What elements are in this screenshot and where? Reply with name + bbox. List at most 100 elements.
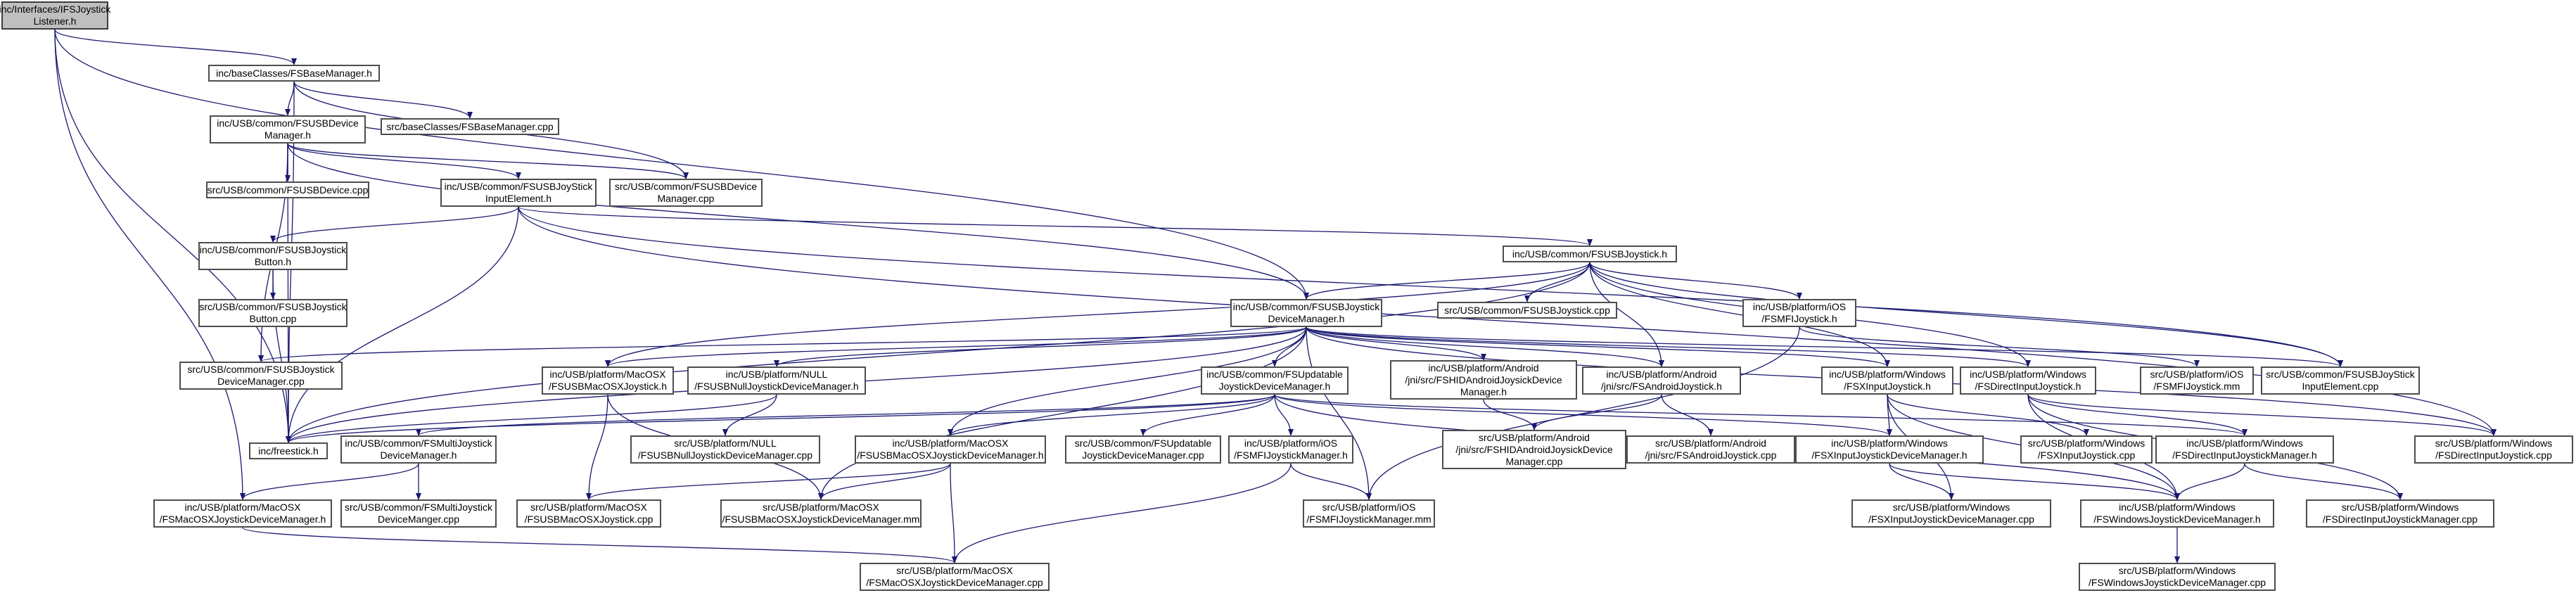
node-fsusbmacosxjoystick-cpp[interactable]: src/USB/platform/MacOSX /FSUSBMacOSXJoys… [516,499,661,528]
node-fsandroidjoystick-cpp[interactable]: src/USB/platform/Android /jni/src/FSAndr… [1626,435,1795,464]
node-label: src/USB/common/FSUSBJoystick.cpp [1444,304,1610,316]
node-label: src/USB/common/FSUSBDevice.cpp [207,184,369,196]
edge-n_xinputmgr_h-to-n_xinputmgr_cpp [1889,463,1954,500]
node-fsupdatablejoystickdevicemanager-h[interactable]: inc/USB/common/FSUpdatable JoystickDevic… [1201,366,1348,395]
node-fsxinputjoystickdevicemanager-h[interactable]: inc/USB/platform/Windows /FSXInputJoysti… [1795,435,1984,464]
node-fsmacosxjoystickdevicemanager-h[interactable]: inc/USB/platform/MacOSX /FSMacOSXJoystic… [153,499,332,528]
node-fsusbjoystick-cpp[interactable]: src/USB/common/FSUSBJoystick.cpp [1437,302,1617,319]
edge-n_basemgr_h-to-n_basemgr_cpp [293,81,473,119]
node-fsusbjoystickbutton-cpp[interactable]: src/USB/common/FSUSBJoystick Button.cpp [198,299,347,327]
node-label: src/USB/common/FSUSBDevice Manager.cpp [614,181,758,204]
node-fsxinputjoystickdevicemanager-cpp[interactable]: src/USB/platform/Windows /FSXInputJoysti… [1851,499,2051,528]
edge-n_joydevmgr_h-to-n_androidhid_h [1306,326,1486,361]
node-fsusbnulljoystickdevicemanager-h[interactable]: inc/USB/platform/NULL /FSUSBNullJoystick… [687,366,866,395]
edge-n_updatable_h-to-n_freestick_h [286,394,1275,443]
node-label: inc/USB/platform/iOS /FSMFIJoystickManag… [1234,438,1348,461]
edge-n_nulljdm_h-to-n_freestick_h [286,394,777,443]
edge-n_usbdevmgr_h-to-n_joyinput_h [287,143,521,179]
node-fsusbdevicemanager-h[interactable]: inc/USB/common/FSUSBDevice Manager.h [210,115,366,144]
node-fsxinputjoystick-h[interactable]: inc/USB/platform/Windows /FSXInputJoysti… [1821,366,1953,395]
node-fswindowsjoystickdevicemanager-cpp[interactable]: src/USB/platform/Windows /FSWindowsJoyst… [2079,563,2276,591]
node-label: src/USB/platform/Android /jni/src/FSAndr… [1645,438,1777,461]
node-fshidandroidjoysickdevicemanager-h[interactable]: inc/USB/platform/Android /jni/src/FSHIDA… [1390,360,1577,400]
edge-n_usbjoy_h-to-n_joyinput_cpp [1589,262,2343,367]
node-fsusbmacosxjoystick-h[interactable]: inc/USB/platform/MacOSX /FSUSBMacOSXJoys… [542,366,674,395]
edge-n_joydevmgr_h-to-n_mfimgr_mm [1306,326,1372,500]
node-fsmultijoystickdevicemanger-cpp[interactable]: src/USB/common/FSMultiJoystick DeviceMan… [340,499,497,528]
node-fsmfijoystickmanager-mm[interactable]: src/USB/platform/iOS /FSMFIJoystickManag… [1303,499,1435,528]
edge-n_updatable_h-to-n_mfimgr_h [1274,394,1294,436]
node-fsdirectinputjoystickmanager-cpp[interactable]: src/USB/platform/Windows /FSDirectInputJ… [2306,499,2494,528]
node-fsmultijoystickdevicemanager-h[interactable]: inc/USB/common/FSMultiJoystick DeviceMan… [340,435,497,464]
node-fsmfijoystickmanager-h[interactable]: inc/USB/platform/iOS /FSMFIJoystickManag… [1228,435,1353,464]
edge-n_updatable_h-to-n_macjdm_h [948,394,1275,436]
edge-n_dinputjoy_h-to-n_dinputjoy_cpp [2027,394,2497,436]
node-label: inc/USB/platform/Windows /FSWindowsJoyst… [2093,502,2261,525]
edge-n_joydevmgr_h-to-n_joydevmgr_cpp [258,326,1307,362]
node-fsmfijoystick-h[interactable]: inc/USB/platform/iOS /FSMFIJoystick.h [1742,299,1856,327]
node-fsusbnulljoystickdevicemanager-cpp[interactable]: src/USB/platform/NULL /FSUSBNullJoystick… [630,435,820,464]
node-fsusbjoystickinputelement-cpp[interactable]: src/USB/common/FSUSBJoyStick InputElemen… [2261,366,2420,395]
node-freestick-h[interactable]: inc/freestick.h [249,442,328,459]
node-label: inc/USB/common/FSMultiJoystick DeviceMan… [345,438,492,461]
node-label: inc/USB/platform/iOS /FSMFIJoystick.h [1752,301,1847,324]
node-label: src/USB/common/FSMultiJoystick DeviceMan… [344,502,493,525]
node-label: src/USB/common/FSUpdatable JoystickDevic… [1074,438,1212,461]
node-label: src/USB/platform/NULL /FSUSBNullJoystick… [637,438,813,461]
node-label: inc/freestick.h [258,445,319,457]
edge-n_macosxjoy_h-to-n_macosxjoy_cpp [586,394,608,500]
node-fsusbdevice-cpp[interactable]: src/USB/common/FSUSBDevice.cpp [206,181,369,198]
node-label: inc/Interfaces/IFSJoystick Listener.h [0,4,111,27]
node-fsbasemanager-cpp[interactable]: src/baseClasses/FSBaseManager.cpp [381,118,559,135]
node-fsusbjoystick-h[interactable]: inc/USB/common/FSUSBJoystick.h [1503,246,1677,262]
node-label: src/USB/platform/iOS /FSMFIJoystick.mm [2150,369,2244,392]
node-fsusbjoystickbutton-h[interactable]: inc/USB/common/FSUSBJoystick Button.h [198,242,347,270]
node-label: inc/USB/common/FSUSBJoystick.h [1512,248,1668,260]
node-label: src/USB/platform/iOS /FSMFIJoystickManag… [1306,502,1432,525]
node-label: src/USB/platform/Windows /FSXInputJoysti… [2027,438,2145,461]
edge-n_updatable_h-to-n_multijdm_h [416,394,1275,436]
edge-n_basemgr_h-to-n_usbdevmgr_h [285,81,295,116]
node-fsusbjoystickdevicemanager-h[interactable]: inc/USB/common/FSUSBJoystick DeviceManag… [1230,299,1382,327]
node-fsdirectinputjoystick-cpp[interactable]: src/USB/platform/Windows /FSDirectInputJ… [2414,435,2573,464]
node-label: inc/USB/platform/Windows /FSXInputJoysti… [1811,438,1968,461]
node-fsmfijoystick-mm[interactable]: src/USB/platform/iOS /FSMFIJoystick.mm [2140,366,2254,395]
node-label: src/USB/platform/Windows /FSWindowsJoyst… [2088,565,2266,588]
node-fsxinputjoystick-cpp[interactable]: src/USB/platform/Windows /FSXInputJoysti… [2020,435,2153,464]
edge-n_mfimgr_h-to-n_mfimgr_mm [1290,463,1372,500]
edge-n_joyinput_h-to-n_joybutton_h [270,206,519,243]
edge-n_macjdm_h-to-n_macjdm_mm [818,463,951,500]
edge-n_dinputmgr_h-to-n_dinputmgr_cpp [2244,463,2403,500]
node-fshidandroidjoysickdevicemanager-cpp[interactable]: src/USB/platform/Android /jni/src/FSHIDA… [1442,430,1626,469]
node-fsmacosxjoystickdevicemanager-cpp[interactable]: src/USB/platform/MacOSX /FSMacOSXJoystic… [860,563,1050,591]
node-fsdirectinputjoystickmanager-h[interactable]: inc/USB/platform/Windows /FSDirectInputJ… [2155,435,2334,464]
node-fsandroidjoystick-h[interactable]: inc/USB/platform/Android /jni/src/FSAndr… [1582,366,1741,395]
edge-n_updatable_h-to-n_dinputmgr_h [1274,394,2247,436]
node-ifsjoystick-listener-h[interactable]: inc/Interfaces/IFSJoystick Listener.h [0,1,111,30]
edge-n_updatable_h-to-n_updatable_cpp [1140,394,1275,436]
node-fsdirectinputjoystick-h[interactable]: inc/USB/platform/Windows /FSDirectInputJ… [1960,366,2096,395]
node-label: inc/USB/platform/NULL /FSUSBNullJoystick… [694,369,859,392]
node-fswindowsjoystickdevicemanager-h[interactable]: inc/USB/platform/Windows /FSWindowsJoyst… [2080,499,2274,528]
edge-n_joyinput_h-to-n_dinputjoy_cpp [518,206,2497,436]
edge-n_joydevmgr_h-to-n_dinputjoy_h [1306,326,2031,367]
node-label: inc/USB/common/FSUSBJoyStick InputElemen… [444,181,593,204]
node-fsusbmacosxjoystickdevicemanager-mm[interactable]: src/USB/platform/MacOSX /FSUSBMacOSXJoys… [720,499,922,528]
node-fsusbjoystickdevicemanager-cpp[interactable]: src/USB/common/FSUSBJoystick DeviceManag… [179,362,343,390]
node-label: inc/USB/platform/MacOSX /FSUSBMacOSXJoys… [548,369,668,392]
node-fsbasemanager-h[interactable]: inc/baseClasses/FSBaseManager.h [208,65,380,82]
node-fsusbdevicemanager-cpp[interactable]: src/USB/common/FSUSBDevice Manager.cpp [609,179,763,207]
edge-n_joydevmgr_h-to-n_androidjoy_h [1306,326,1664,367]
edge-n_joydevmgr_h-to-n_macjdm_h [948,326,1307,436]
node-fsupdatablejoystickdevicemanager-cpp[interactable]: src/USB/common/FSUpdatable JoystickDevic… [1065,435,1221,464]
edge-n_root-to-n_macosxjdm_h [54,29,246,500]
edge-n_root-to-n_joydevmgr_h [54,29,1309,300]
node-fsusbmacosxjoystickdevicemanager-h[interactable]: inc/USB/platform/MacOSX /FSUSBMacOSXJoys… [855,435,1046,464]
node-label: src/USB/common/FSUSBJoystick Button.cpp [199,301,347,324]
node-label: inc/USB/platform/Android /jni/src/FSHIDA… [1405,362,1562,397]
node-fsusbjoystickinputelement-h[interactable]: inc/USB/common/FSUSBJoyStick InputElemen… [440,179,597,207]
node-label: inc/USB/common/FSUpdatable JoystickDevic… [1206,369,1343,392]
node-label: inc/USB/platform/Android /jni/src/FSAndr… [1601,369,1722,392]
edge-n_dinputmgr_h-to-n_winjdm_h [2174,463,2245,500]
edge-n_usbjoy_h-to-n_mfijoy_h [1589,262,1802,300]
